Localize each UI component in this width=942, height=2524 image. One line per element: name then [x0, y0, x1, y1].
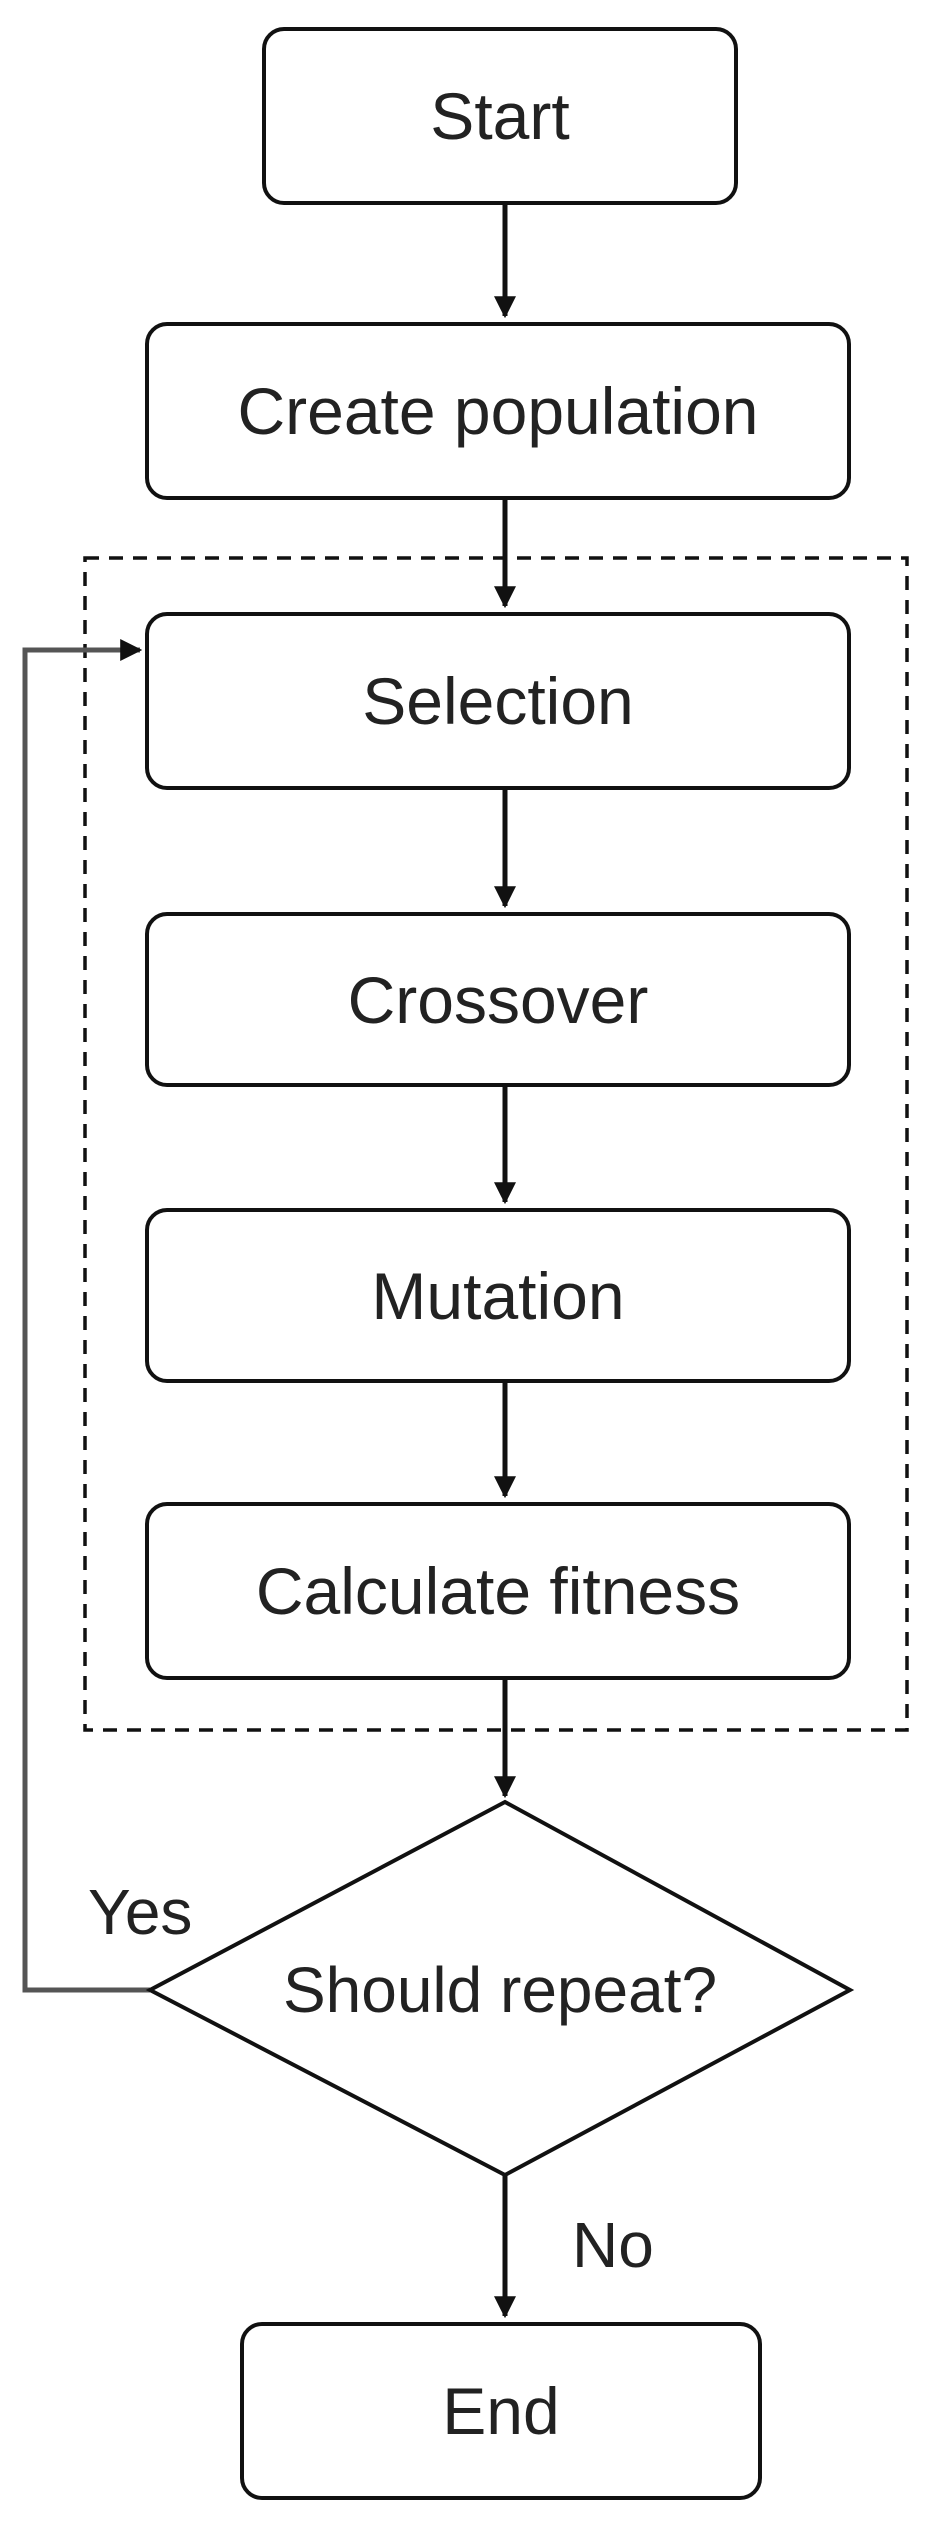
mutation-node: Mutation — [145, 1208, 851, 1383]
create-population-node: Create population — [145, 322, 851, 500]
calculate-fitness-node: Calculate fitness — [145, 1502, 851, 1680]
yes-label: Yes — [88, 1876, 193, 1948]
arrow-yes-loop-back — [22, 638, 150, 1993]
end-node: End — [240, 2322, 762, 2500]
decision-diamond — [145, 1799, 855, 2178]
no-label: No — [572, 2209, 654, 2281]
crossover-node: Crossover — [145, 912, 851, 1087]
selection-node: Selection — [145, 612, 851, 790]
loop-group-container — [83, 556, 909, 1732]
decision-label: Should repeat? — [282, 1954, 718, 2026]
start-node: Start — [262, 27, 738, 205]
